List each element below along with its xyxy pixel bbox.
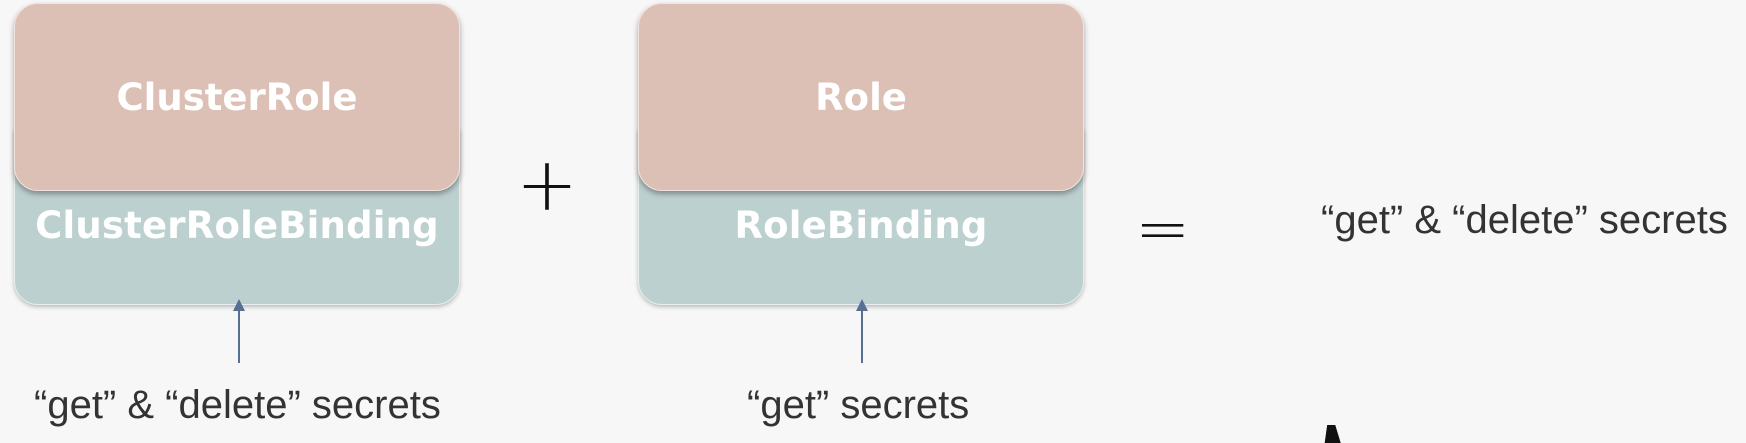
role-binding-card: RoleBinding Role (638, 3, 1086, 307)
mouse-cursor-icon (1324, 425, 1344, 443)
role-label: Role (815, 76, 907, 119)
plus-operator: + (516, 142, 579, 228)
up-arrow-icon (856, 299, 868, 363)
resulting-permissions: “get” & “delete” secrets (1321, 198, 1728, 242)
role-binding-label: RoleBinding (734, 204, 988, 247)
cluster-role-binding-permissions: “get” & “delete” secrets (34, 383, 441, 427)
equals-operator: = (1135, 190, 1191, 267)
up-arrow-icon (233, 299, 245, 363)
cluster-role-label: ClusterRole (116, 76, 358, 119)
cluster-role-box: ClusterRole (14, 3, 460, 191)
role-box: Role (638, 3, 1084, 191)
cluster-role-binding-label: ClusterRoleBinding (35, 204, 439, 247)
role-binding-permissions: “get” secrets (747, 383, 970, 427)
cluster-role-binding-card: ClusterRoleBinding ClusterRole (14, 3, 462, 307)
